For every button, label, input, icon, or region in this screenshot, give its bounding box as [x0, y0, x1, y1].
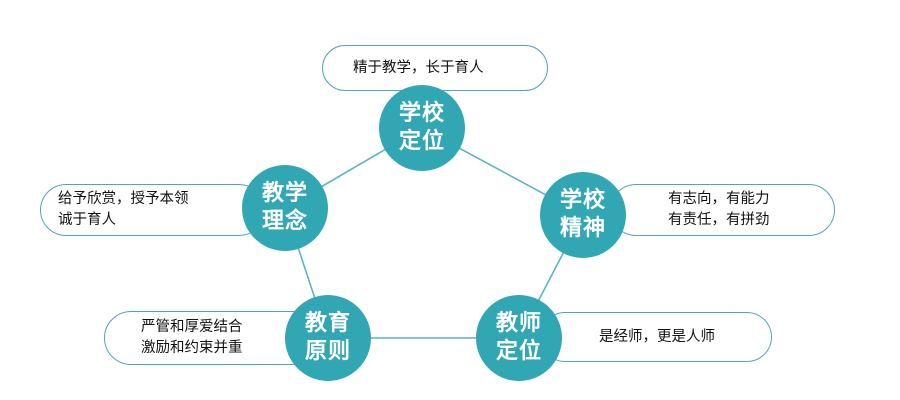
- teaching-philosophy-desc-line1: 给予欣赏，授予本领: [58, 191, 189, 207]
- education-principle-desc-line2: 激励和约束并重: [141, 340, 243, 356]
- school-position-desc-text: 精于教学，长于育人: [353, 59, 484, 76]
- node-teacher-position-line2: 定位: [495, 339, 542, 364]
- node-education-principle-line1: 教育: [304, 311, 351, 336]
- school-spirit-desc-line2: 有责任，有拼劲: [668, 212, 770, 228]
- node-teaching-philosophy: 教学 理念: [242, 165, 328, 251]
- teacher-position-desc-text: 是经师，更是人师: [599, 328, 715, 345]
- node-school-spirit-line1: 学校: [559, 188, 606, 213]
- school-position-desc: 精于教学，长于育人: [322, 45, 548, 91]
- node-education-principle: 教育 原则: [285, 295, 371, 381]
- node-school-position: 学校 定位: [379, 85, 465, 171]
- node-teaching-philosophy-line1: 教学: [261, 181, 308, 206]
- node-teacher-position: 教师 定位: [476, 295, 562, 381]
- teaching-philosophy-desc: 给予欣赏，授予本领 诚于育人: [40, 184, 265, 236]
- school-spirit-desc: 有志向，有能力 有责任，有拼劲: [610, 184, 835, 236]
- node-school-position-line2: 定位: [398, 129, 445, 154]
- node-teacher-position-line1: 教师: [495, 311, 542, 336]
- teacher-position-desc: 是经师，更是人师: [540, 312, 772, 362]
- node-school-position-line1: 学校: [398, 101, 445, 126]
- education-principle-desc-line1: 严管和厚爱结合: [141, 319, 243, 335]
- node-school-spirit: 学校 精神: [540, 172, 626, 258]
- node-education-principle-line2: 原则: [304, 339, 351, 364]
- node-teaching-philosophy-line2: 理念: [261, 209, 308, 234]
- school-spirit-desc-line1: 有志向，有能力: [668, 191, 770, 207]
- node-school-spirit-line2: 精神: [559, 216, 606, 241]
- teaching-philosophy-desc-line2: 诚于育人: [58, 212, 116, 228]
